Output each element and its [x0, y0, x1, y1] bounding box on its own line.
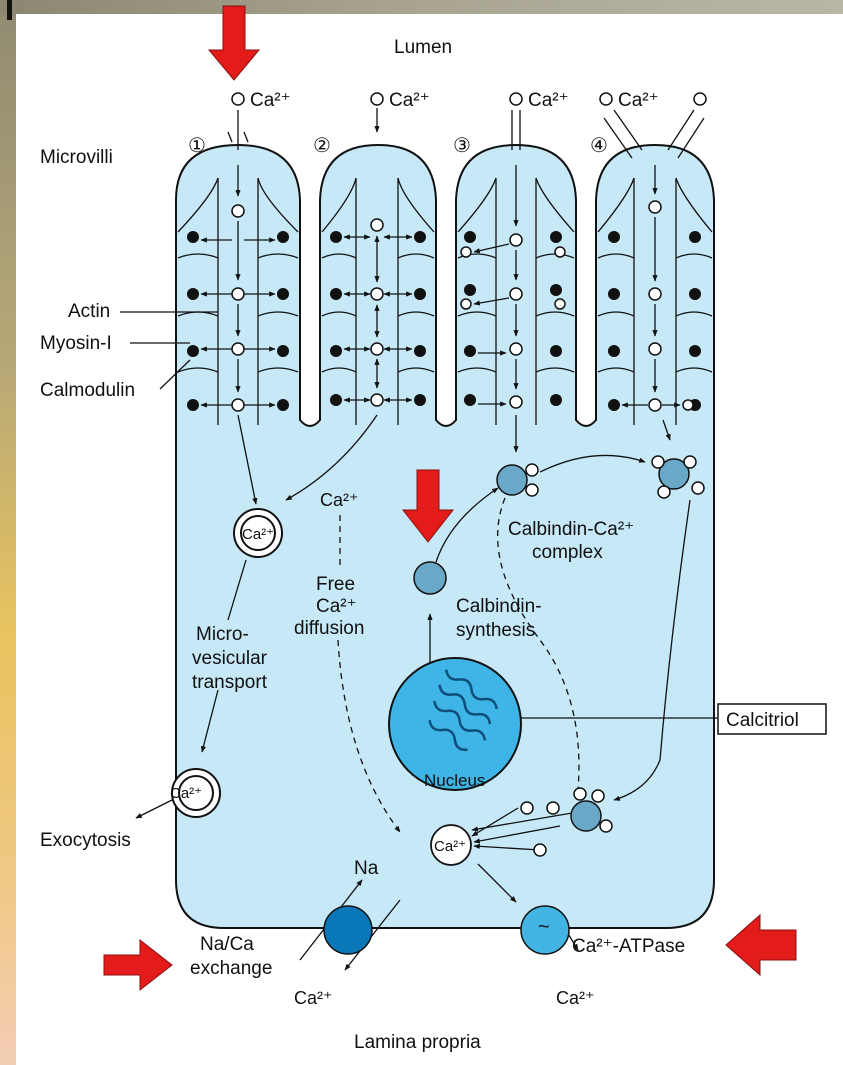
- pool-ca-label: Ca²⁺: [434, 838, 466, 855]
- calbindin-complex-line-2: complex: [532, 542, 603, 563]
- calbindin-molecule: [414, 562, 446, 594]
- free-ca-line-2: Ca²⁺: [316, 596, 357, 617]
- ca-bottom-right-label: Ca²⁺: [556, 988, 595, 1008]
- free-ca-line-1: Free: [316, 574, 355, 595]
- exocytosis-label: Exocytosis: [40, 830, 131, 851]
- actin-label: Actin: [68, 301, 110, 322]
- ca-lumen-label-1: Ca²⁺: [250, 90, 291, 111]
- myosin-label: Myosin-I: [40, 333, 112, 354]
- atpase-symbol: ~: [538, 916, 550, 938]
- ca-lumen-label-2: Ca²⁺: [389, 90, 430, 111]
- exocytosis-ca-label: Ca²⁺: [170, 785, 202, 802]
- calmodulin-label: Calmodulin: [40, 380, 135, 401]
- route-number-3: ③: [453, 135, 471, 157]
- na-ca-exchanger: [324, 906, 372, 954]
- red-arrow-left-bottom: [726, 915, 796, 975]
- na-label: Na: [354, 858, 379, 879]
- calbindin-synthesis-line-2: synthesis: [456, 620, 535, 641]
- route-number-1: ①: [188, 135, 206, 157]
- ca-lumen-label-4: Ca²⁺: [618, 90, 659, 111]
- free-ca-line-3: diffusion: [294, 618, 364, 639]
- red-arrow-right-bottom: [104, 940, 172, 990]
- route-number-4: ④: [590, 135, 608, 157]
- lumen-label: Lumen: [394, 37, 452, 58]
- free-ca-top-label: Ca²⁺: [320, 490, 359, 510]
- calcitriol-label: Calcitriol: [726, 710, 799, 731]
- ca-lumen-label-3: Ca²⁺: [528, 90, 569, 111]
- calbindin-synthesis-line-1: Calbindin-: [456, 596, 542, 617]
- red-arrow-down-top: [209, 6, 259, 80]
- nucleus-label: Nucleus: [424, 771, 485, 790]
- microvesicular-line-3: transport: [192, 672, 268, 693]
- ca-atpase-label: Ca²⁺-ATPase: [572, 936, 685, 957]
- microvilli-label: Microvilli: [40, 147, 113, 168]
- calbindin-complex-line-1: Calbindin-Ca²⁺: [508, 519, 634, 540]
- route-number-2: ②: [313, 135, 331, 157]
- na-ca-exchange-line-1: Na/Ca: [200, 934, 254, 955]
- vesicle-ca-label: Ca²⁺: [242, 526, 274, 543]
- na-ca-exchange-line-2: exchange: [190, 958, 272, 979]
- ca-bottom-left-label: Ca²⁺: [294, 988, 333, 1008]
- lamina-propria-label: Lamina propria: [354, 1032, 481, 1053]
- microvesicular-line-1: Micro-: [196, 624, 249, 645]
- microvesicular-line-2: vesicular: [192, 648, 268, 669]
